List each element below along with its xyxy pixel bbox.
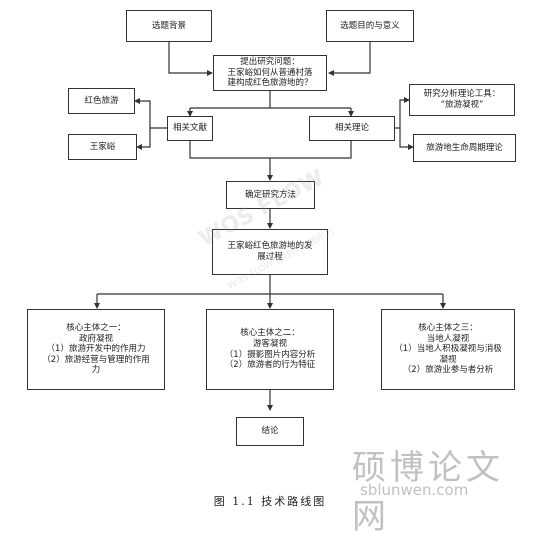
- node-analysis-tool-line-1: 研究分析理论工具：: [423, 89, 501, 100]
- node-literature: 相关文献: [167, 116, 213, 141]
- node-conclusion: 结论: [236, 417, 304, 446]
- node-question: 提出研究问题： 王家峪如何从普通村落 建构成红色旅游地的？: [213, 55, 327, 91]
- node-subject-3-line-5: （2）旅游业参与者分析: [402, 365, 494, 376]
- node-theory: 相关理论: [309, 116, 395, 141]
- node-process: 王家峪红色旅游地的发 展过程: [212, 229, 328, 275]
- node-subject-3-line-4: 凝视: [439, 354, 457, 365]
- node-conclusion-text: 结论: [261, 426, 279, 437]
- node-question-line-3: 建构成红色旅游地的？: [227, 78, 313, 89]
- figure-caption: 图 1.1 技术路线图: [213, 495, 327, 508]
- node-subject-1: 核心主体之一： 政府凝视 （1）旅游开发中的作用力 （2）旅游经营与管理的作用 …: [27, 309, 165, 390]
- node-red-tourism: 红色旅游: [68, 88, 135, 114]
- node-theory-text: 相关理论: [334, 123, 369, 134]
- node-subject-2-line-2: 游客凝视: [252, 338, 287, 349]
- node-process-line-2: 展过程: [257, 252, 283, 262]
- node-subject-1-line-2: 政府凝视: [78, 333, 113, 344]
- node-method-text: 确定研究方法: [244, 189, 296, 200]
- watermark-url: sblunwen.com: [360, 481, 469, 499]
- node-question-line-1: 提出研究问题：: [240, 57, 300, 68]
- node-subject-2-line-1: 核心主体之二：: [240, 328, 300, 339]
- node-analysis-tool: 研究分析理论工具： “旅游凝视”: [409, 84, 515, 116]
- node-background: 选题背景: [126, 10, 212, 42]
- node-subject-1-line-4: （2）旅游经营与管理的作用: [42, 354, 150, 365]
- node-subject-2-line-3: （1）摄影图片内容分析: [224, 349, 316, 360]
- node-subject-1-line-1: 核心主体之一：: [66, 322, 126, 333]
- node-subject-2-line-4: （2）旅游者的行为特征: [224, 360, 316, 371]
- node-subject-2: 核心主体之二： 游客凝视 （1）摄影图片内容分析 （2）旅游者的行为特征: [206, 309, 334, 390]
- node-literature-text: 相关文献: [172, 123, 207, 134]
- node-wangjiayu-text: 王家峪: [89, 141, 116, 152]
- node-red-tourism-text: 红色旅游: [84, 95, 119, 106]
- node-analysis-tool-line-2: “旅游凝视”: [440, 100, 484, 110]
- node-process-line-1: 王家峪红色旅游地的发: [227, 241, 313, 252]
- node-method: 确定研究方法: [226, 181, 315, 209]
- node-purpose-text: 选题目的与意义: [340, 20, 400, 31]
- node-subject-1-line-5: 力: [91, 365, 101, 376]
- node-lifecycle-text: 旅游地生命周期理论: [426, 142, 503, 153]
- connector-lines: [94, 41, 446, 411]
- node-subject-1-line-3: （1）旅游开发中的作用力: [46, 344, 146, 355]
- node-purpose: 选题目的与意义: [326, 10, 414, 42]
- node-question-line-2: 王家峪如何从普通村落: [227, 67, 313, 78]
- node-lifecycle: 旅游地生命周期理论: [413, 134, 516, 162]
- node-wangjiayu: 王家峪: [68, 134, 137, 160]
- node-subject-3-line-3: （1）当地人积极凝视与消极: [394, 344, 502, 355]
- node-subject-3-line-1: 核心主体之三：: [418, 322, 478, 333]
- node-subject-3: 核心主体之三： 当地人凝视 （1）当地人积极凝视与消极 凝视 （2）旅游业参与者…: [381, 309, 515, 390]
- node-background-text: 选题背景: [151, 20, 186, 31]
- node-subject-3-line-2: 当地人凝视: [426, 333, 470, 344]
